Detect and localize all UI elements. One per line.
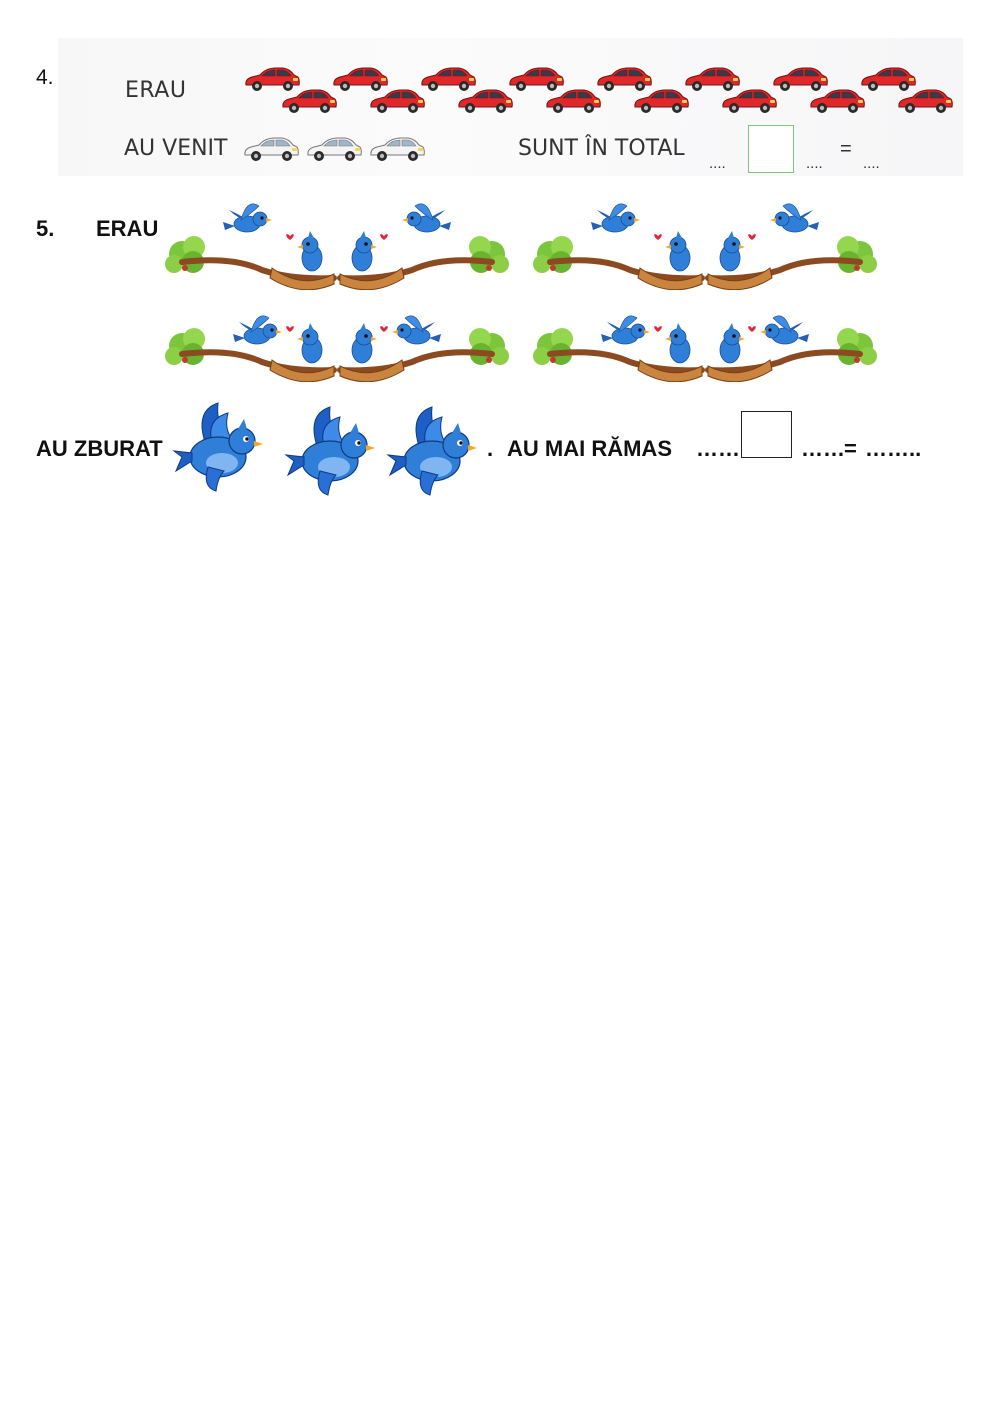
exercise-4-blank-result[interactable]: .... [863,155,880,172]
exercise-5-blank-result[interactable]: …….. [865,436,922,461]
red-car-icon [720,86,778,116]
exercise-5-blank-second[interactable]: …… [801,436,845,461]
flying-bird-icon [284,405,376,497]
exercise-4-came-label: AU VENIT [124,136,228,161]
bird-nest-scene-icon [162,200,337,291]
red-car-icon [544,86,602,116]
exercise-4-equals-sign: = [840,138,852,160]
red-car-icon [243,64,301,94]
flying-bird-icon [386,405,478,497]
white-car-icon [305,134,363,164]
bird-nest-scene-icon [705,292,880,383]
exercise-5-remaining-label: AU MAI RĂMAS [507,436,672,461]
red-car-icon [632,86,690,116]
exercise-4-blank-first[interactable]: .... [709,155,726,172]
red-car-icon [331,64,389,94]
exercise-4-number: 4. [36,66,54,89]
white-car-icon [368,134,426,164]
red-car-icon [859,64,917,94]
red-car-icon [280,86,338,116]
exercise-5-blank-first[interactable]: …… [696,436,740,461]
red-car-icon [595,64,653,94]
exercise-5-operator-box[interactable] [741,411,792,458]
exercise-5-period: . [487,436,494,461]
exercise-5-number: 5. [36,216,55,241]
exercise-4-operator-box[interactable] [748,125,794,173]
red-car-icon [368,86,426,116]
bird-nest-scene-icon [337,200,512,291]
bird-nest-scene-icon [162,292,337,383]
flying-bird-icon [172,401,264,493]
red-car-icon [808,86,866,116]
red-car-icon [507,64,565,94]
bird-nest-scene-icon [530,292,705,383]
red-car-icon [896,86,954,116]
exercise-5-flew-label: AU ZBURAT [36,436,163,461]
white-car-icon [242,134,300,164]
red-car-icon [683,64,741,94]
exercise-4-were-label: ERAU [125,78,187,103]
red-car-icon [771,64,829,94]
bird-nest-scene-icon [337,292,512,383]
red-car-icon [456,86,514,116]
exercise-4-blank-second[interactable]: .... [806,155,823,172]
bird-nest-scene-icon [705,200,880,291]
exercise-5-equals-sign: = [844,436,857,461]
red-car-icon [419,64,477,94]
exercise-5-were-label: ERAU [96,216,159,241]
exercise-4-total-label: SUNT ÎN TOTAL [518,136,685,161]
bird-nest-scene-icon [530,200,705,291]
